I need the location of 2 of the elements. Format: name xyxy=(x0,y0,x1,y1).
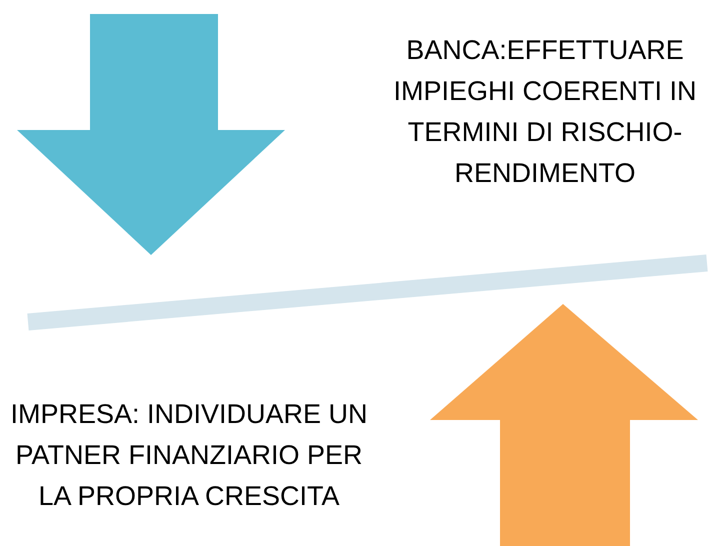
caption-text: IMPRESA: INDIVIDUARE UN PATNER FINANZIARIO PER LA PROPRIA CRESCITA xyxy=(9,398,369,513)
caption-text: BANCA:EFFETTUARE IMPIEGHI COERENTI IN TERMINI DI RISCHIO-RENDIMENTO xyxy=(392,34,698,190)
